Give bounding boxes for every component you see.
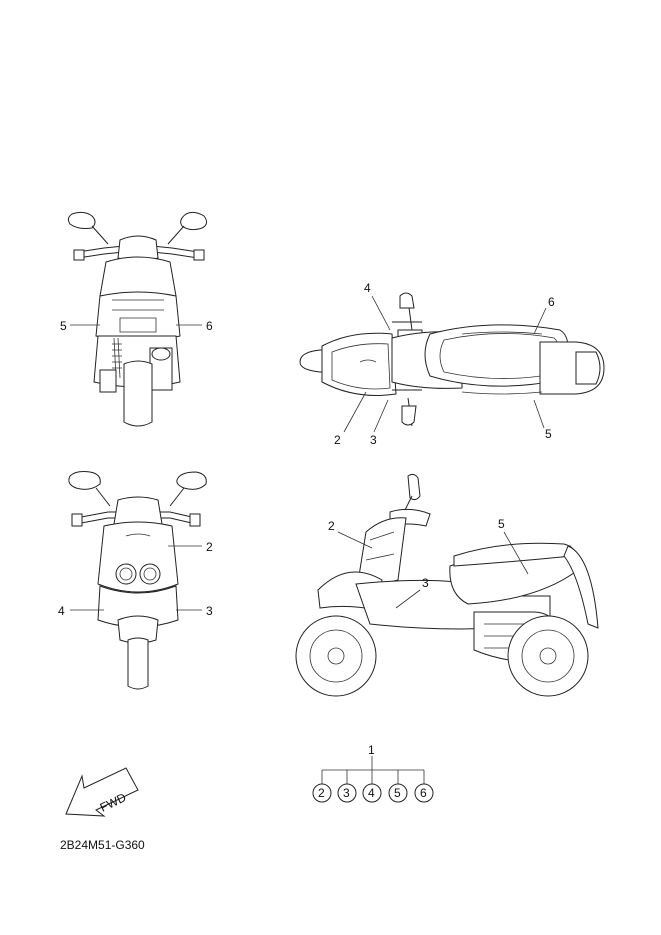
callout-side-5: 5 <box>498 517 505 531</box>
callout-top-2: 2 <box>334 433 341 447</box>
set-child-5: 5 <box>394 786 401 800</box>
set-tree: 1 2 3 4 5 6 <box>312 743 434 803</box>
callout-side-3: 3 <box>422 576 429 590</box>
top-view-callouts: 4 6 2 3 5 <box>334 281 555 447</box>
set-child-3: 3 <box>343 786 350 800</box>
set-child-2: 2 <box>318 786 325 800</box>
top-view-scooter <box>299 292 605 427</box>
callout-side-2: 2 <box>328 519 335 533</box>
callout-top-5: 5 <box>545 427 552 441</box>
fwd-arrow-icon: FWD <box>65 767 139 817</box>
set-parent-1: 1 <box>368 743 375 757</box>
callout-front-2: 2 <box>206 540 213 554</box>
callout-top-6: 6 <box>548 295 555 309</box>
rear-view-scooter <box>67 211 208 427</box>
front-view-callouts: 2 4 3 <box>58 540 213 618</box>
callout-front-3: 3 <box>206 604 213 618</box>
set-child-4: 4 <box>368 786 375 800</box>
side-view-callouts: 2 3 5 <box>328 517 529 609</box>
fwd-label: FWD <box>98 790 129 815</box>
set-child-6: 6 <box>420 786 427 800</box>
callout-top-4: 4 <box>364 281 371 295</box>
rear-view-callouts: 5 6 <box>60 319 213 333</box>
callout-rear-6: 6 <box>206 319 213 333</box>
callout-rear-5: 5 <box>60 319 67 333</box>
side-view-scooter <box>295 473 599 697</box>
front-view-scooter <box>68 471 207 690</box>
callout-top-3: 3 <box>370 433 377 447</box>
callout-front-4: 4 <box>58 604 65 618</box>
diagram-code: 2B24M51-G360 <box>60 838 145 852</box>
